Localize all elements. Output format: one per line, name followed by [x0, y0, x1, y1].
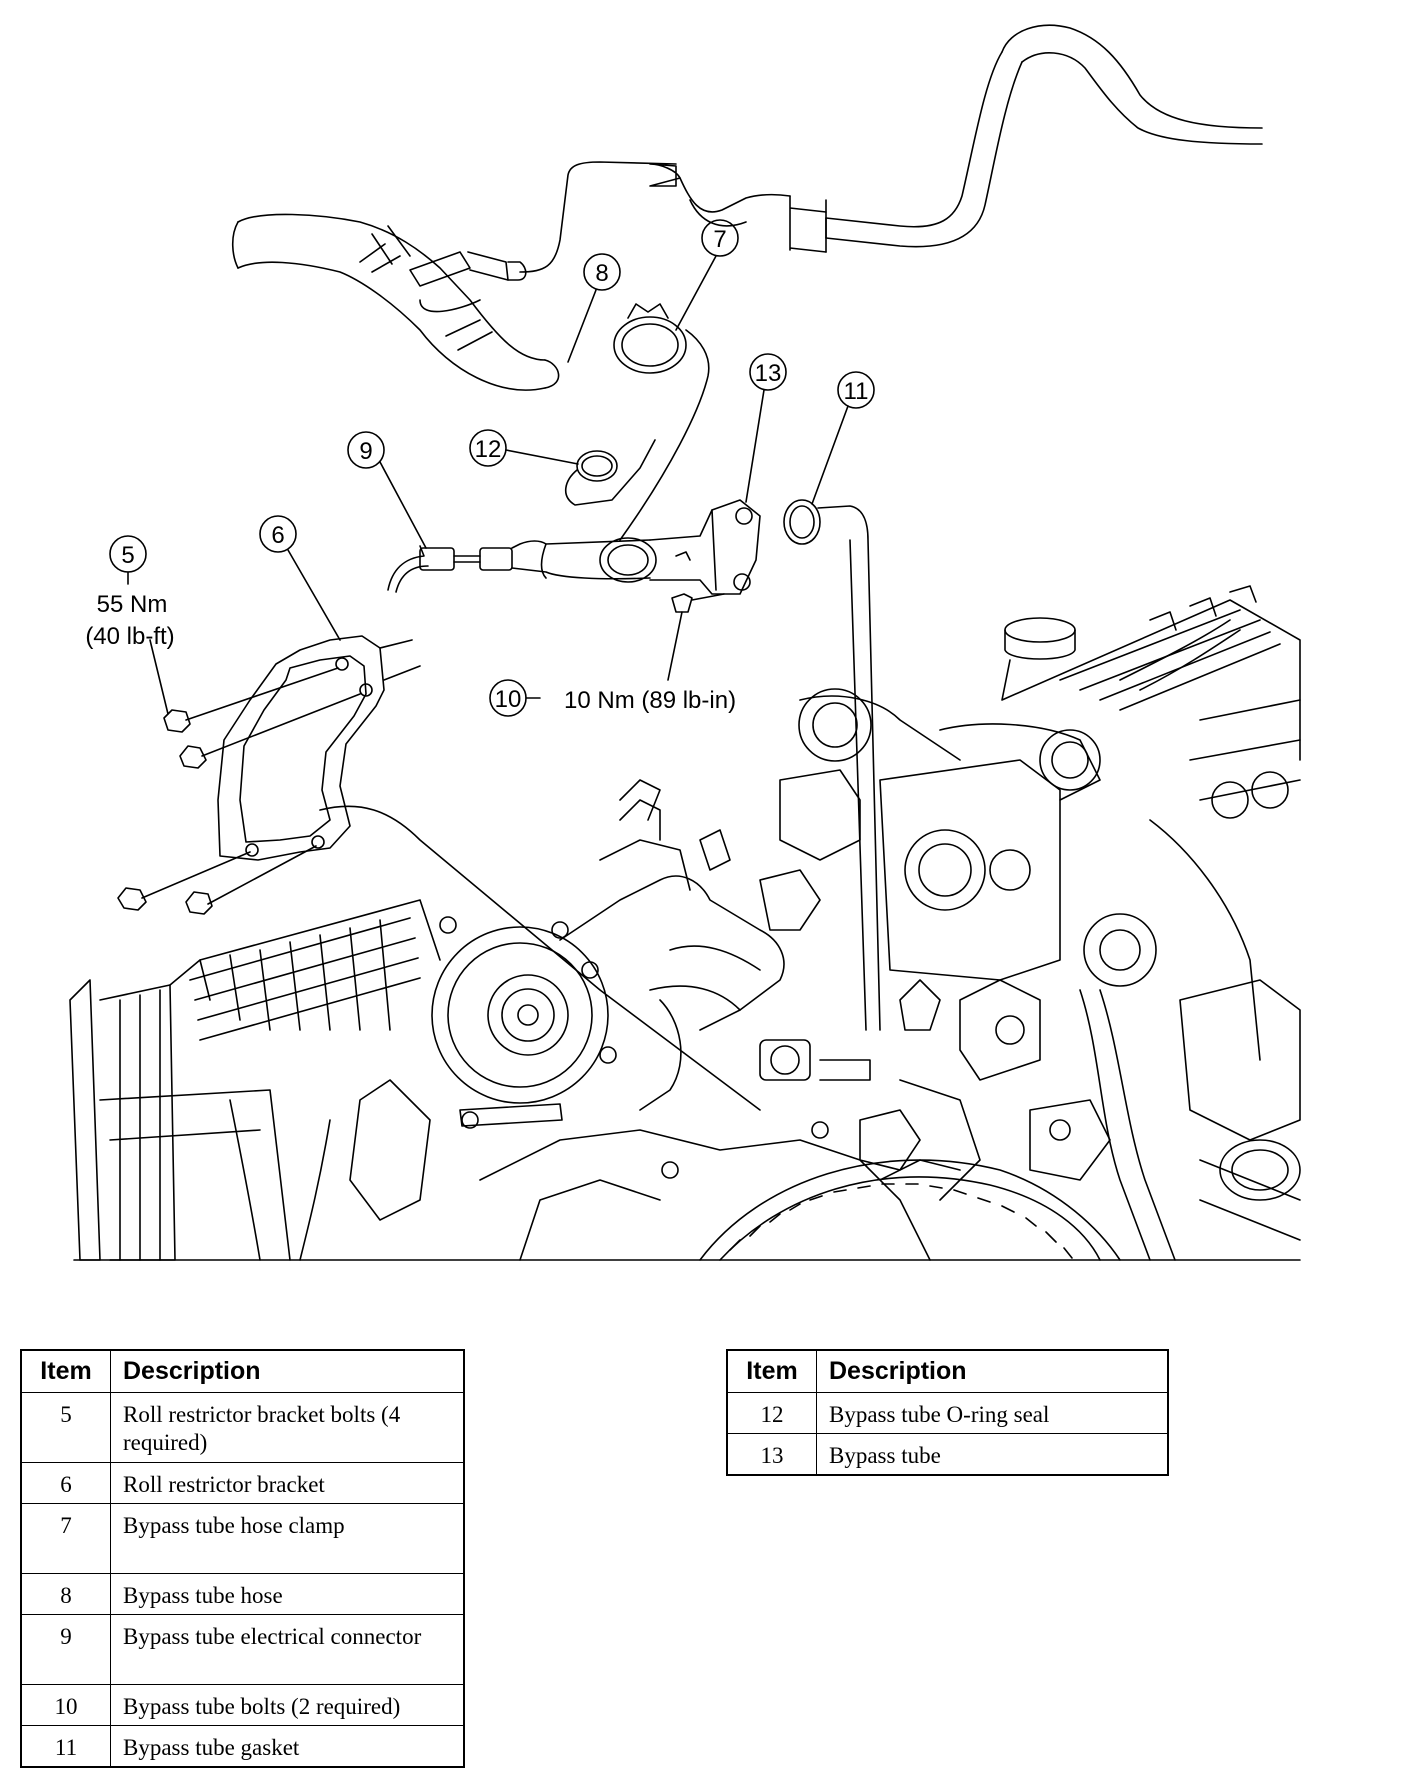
- callout-labels: 5 6 7 8 9 10 11 12 13 55 Nm (40 lb-ft) 1…: [85, 226, 868, 714]
- callout-7-label: 7: [713, 226, 726, 253]
- item-description: Bypass tube gasket: [110, 1725, 465, 1768]
- callout-11-label: 11: [844, 378, 869, 405]
- item-description: Bypass tube O-ring seal: [816, 1392, 1169, 1434]
- item-number: 9: [20, 1614, 111, 1685]
- bypass-tube-connector-9: [387, 545, 513, 593]
- callout-13-label: 13: [755, 360, 782, 387]
- bypass-tube-hose-clamp-7: [613, 303, 710, 541]
- torque-10: 10 Nm (89 lb-in): [564, 687, 736, 714]
- callout-13-circle: [749, 353, 787, 391]
- callout-8-circle: [583, 253, 621, 291]
- callout-9-label: 9: [359, 438, 372, 465]
- item-number: 10: [20, 1684, 111, 1726]
- callout-6-label: 6: [271, 522, 284, 549]
- bypass-tube-bolt-10: [667, 593, 725, 681]
- item-number: 8: [20, 1573, 111, 1615]
- heater-hose-upper: [649, 24, 1263, 253]
- table-header-row: Item Description: [726, 1349, 1169, 1393]
- item-description: Roll restrictor bracket bolts (4 require…: [110, 1392, 465, 1463]
- callout-11-circle: [837, 371, 875, 409]
- bypass-tube-gasket-11: [783, 499, 881, 1031]
- bypass-tube-hose-8: [231, 161, 677, 391]
- bypass-tube-o-ring-12: [565, 439, 656, 506]
- column-header-item: Item: [726, 1349, 817, 1393]
- item-number: 12: [726, 1392, 817, 1434]
- callout-circles: [109, 219, 875, 717]
- item-description: Bypass tube hose: [110, 1573, 465, 1615]
- item-description: Bypass tube: [816, 1433, 1169, 1476]
- item-description: Bypass tube hose clamp: [110, 1503, 465, 1574]
- torque-5-nm: 55 Nm: [97, 591, 168, 618]
- engine-assembly: [69, 585, 1301, 1261]
- table-row: 8 Bypass tube hose: [20, 1573, 465, 1615]
- callout-10-label: 10: [495, 686, 522, 713]
- item-number: 13: [726, 1433, 817, 1476]
- table-row: 13 Bypass tube: [726, 1433, 1169, 1476]
- engine-exploded-diagram: 5 6 7 8 9 10 11 12 13 55 Nm (40 lb-ft) 1…: [69, 24, 1301, 1261]
- callout-leaders: [127, 255, 849, 699]
- item-description: Bypass tube bolts (2 required): [110, 1684, 465, 1726]
- item-number: 5: [20, 1392, 111, 1463]
- item-number: 6: [20, 1462, 111, 1504]
- callout-9-circle: [347, 431, 385, 469]
- callout-6-circle: [259, 515, 297, 553]
- item-description: Roll restrictor bracket: [110, 1462, 465, 1504]
- table-row: 9 Bypass tube electrical connector: [20, 1614, 465, 1685]
- bypass-tube-13: [511, 499, 761, 595]
- parts-table-right: Item Description 12 Bypass tube O-ring s…: [726, 1349, 1169, 1476]
- roll-restrictor-bolts-5: [117, 639, 361, 915]
- table-row: 6 Roll restrictor bracket: [20, 1462, 465, 1504]
- item-number: 11: [20, 1725, 111, 1768]
- callout-8-label: 8: [595, 260, 608, 287]
- column-header-item: Item: [20, 1349, 111, 1393]
- leader-line: [319, 805, 761, 1111]
- callout-5-label: 5: [121, 542, 134, 569]
- item-description: Bypass tube electrical connector: [110, 1614, 465, 1685]
- callout-12-circle: [469, 429, 507, 467]
- callout-12-label: 12: [475, 436, 502, 463]
- table-row: 5 Roll restrictor bracket bolts (4 requi…: [20, 1392, 465, 1463]
- item-number: 7: [20, 1503, 111, 1574]
- callout-7-circle: [701, 219, 739, 257]
- roll-restrictor-bracket-6: [217, 635, 421, 861]
- table-header-row: Item Description: [20, 1349, 465, 1393]
- table-row: 12 Bypass tube O-ring seal: [726, 1392, 1169, 1434]
- column-header-description: Description: [816, 1349, 1169, 1393]
- table-row: 10 Bypass tube bolts (2 required): [20, 1684, 465, 1726]
- table-row: 7 Bypass tube hose clamp: [20, 1503, 465, 1574]
- column-header-description: Description: [110, 1349, 465, 1393]
- parts-table-left: Item Description 5 Roll restrictor brack…: [20, 1349, 465, 1768]
- torque-5-lbft: (40 lb-ft): [85, 623, 174, 650]
- table-row: 11 Bypass tube gasket: [20, 1725, 465, 1768]
